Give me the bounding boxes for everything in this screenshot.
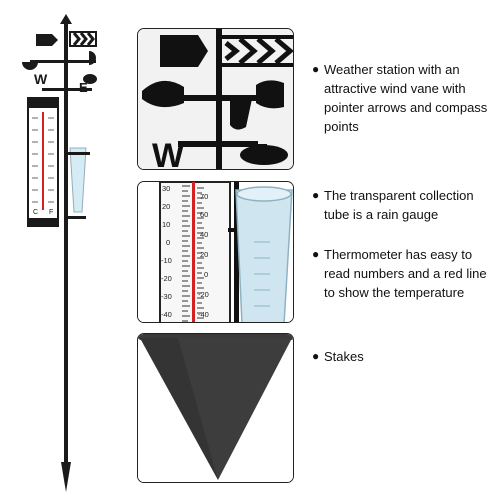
bullet-dot: ● (312, 62, 320, 76)
c-tick-label: 10 (162, 220, 171, 229)
c-tick-label: 0 (166, 238, 171, 247)
list-item: ● Weather station with an attractive win… (312, 60, 498, 136)
c-tick-label: -40 (161, 310, 172, 319)
f-tick-label: -20 (198, 290, 209, 299)
f-tick-label: 70 (200, 192, 209, 201)
wind-vane-closeup: W E (137, 28, 294, 170)
stake-pole (64, 20, 68, 480)
f-tick-label: 20 (200, 250, 209, 259)
list-item: ● Thermometer has easy to read numbers a… (312, 245, 498, 302)
wind-vane-tail (69, 31, 97, 47)
svg-text:C: C (33, 209, 38, 216)
weather-station-image: W E C F (22, 14, 97, 492)
svg-text:F: F (49, 209, 53, 216)
svg-text:E: E (79, 80, 88, 95)
f-tick-label: 0 (204, 270, 209, 279)
bullet-dot: ● (312, 188, 320, 202)
stake-tip (61, 462, 71, 492)
list-item: ● The transparent collection tube is a r… (312, 186, 498, 224)
c-tick-label: -10 (161, 256, 172, 265)
c-tick-label: 20 (162, 202, 171, 211)
c-tick-label: -20 (161, 274, 172, 283)
fahrenheit-scale: 70 60 40 20 0 -20 -40 (198, 182, 228, 322)
thermometer-red-line (42, 112, 44, 210)
c-tick-label: 30 (162, 184, 171, 193)
bullet-text: Weather station with an attractive wind … (324, 62, 488, 134)
celsius-scale: 30 20 10 0 -10 -20 -30 -40 (160, 182, 192, 322)
svg-text:W: W (34, 71, 48, 87)
thermometer-gauge-closeup: 30 20 10 0 -10 -20 -30 -40 70 60 40 20 0… (137, 181, 294, 323)
f-tick-label: -40 (198, 310, 209, 319)
f-tick-label: 60 (200, 210, 209, 219)
list-item: ● Stakes (312, 347, 498, 366)
bullet-text: The transparent collection tube is a rai… (324, 188, 474, 222)
f-tick-label: 40 (200, 230, 209, 239)
bullet-dot: ● (312, 349, 320, 363)
wind-vane-pointer (36, 34, 58, 46)
bullet-dot: ● (312, 247, 320, 261)
rain-gauge-tube (69, 147, 87, 213)
bullet-text: Thermometer has easy to read numbers and… (324, 247, 487, 300)
bullet-text: Stakes (324, 349, 364, 364)
c-tick-label: -30 (161, 292, 172, 301)
stake-closeup (137, 333, 294, 483)
